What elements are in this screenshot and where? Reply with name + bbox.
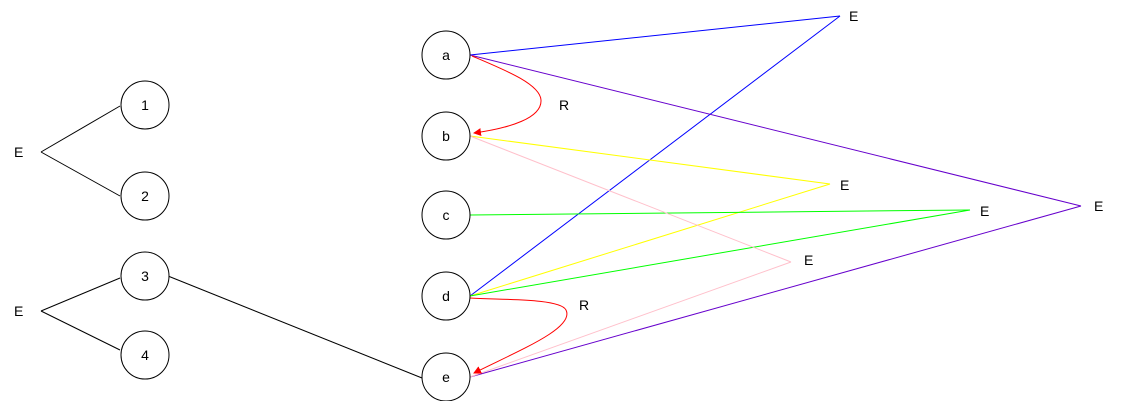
- node-1-label: 1: [141, 97, 149, 113]
- node-d-label: d: [442, 288, 450, 304]
- label-right-e-pink: E: [804, 252, 813, 268]
- label-right-e-green: E: [980, 203, 989, 219]
- edge-a-blue[interactable]: [469, 15, 841, 56]
- node-d[interactable]: d: [421, 271, 471, 321]
- label-left-e-top: E: [14, 144, 23, 160]
- node-c[interactable]: c: [421, 190, 471, 240]
- edge-3-e[interactable]: [167, 275, 423, 379]
- edge-e-purple[interactable]: [469, 205, 1082, 378]
- label-right-e-top: E: [849, 8, 858, 24]
- edge-e-3[interactable]: [40, 277, 121, 312]
- node-e[interactable]: e: [421, 352, 471, 401]
- edge-d-blue[interactable]: [469, 15, 841, 297]
- label-left-e-bottom: E: [14, 303, 23, 319]
- node-3-label: 3: [141, 268, 149, 284]
- label-r-de: R: [579, 297, 589, 313]
- edge-e-1[interactable]: [40, 105, 121, 153]
- node-2[interactable]: 2: [120, 171, 170, 221]
- node-b-label: b: [442, 128, 450, 144]
- label-right-e-yellow: E: [840, 177, 849, 193]
- node-c-label: c: [443, 207, 450, 223]
- node-a-label: a: [442, 47, 450, 63]
- node-b[interactable]: b: [421, 111, 471, 161]
- edge-r-d-e[interactable]: [469, 297, 568, 374]
- node-a[interactable]: a: [421, 30, 471, 80]
- node-2-label: 2: [141, 188, 149, 204]
- edge-c-green[interactable]: [469, 209, 971, 216]
- node-e-label: e: [442, 369, 450, 385]
- node-4[interactable]: 4: [120, 330, 170, 380]
- edge-e-pink[interactable]: [469, 261, 792, 378]
- edge-e-2[interactable]: [40, 151, 121, 197]
- node-3[interactable]: 3: [120, 251, 170, 301]
- label-right-e-purple: E: [1094, 198, 1103, 214]
- edge-b-pink[interactable]: [469, 135, 792, 263]
- edge-d-green[interactable]: [469, 209, 971, 297]
- edge-a-purple[interactable]: [469, 54, 1082, 207]
- node-4-label: 4: [141, 347, 149, 363]
- edge-d-yellow[interactable]: [469, 183, 831, 297]
- node-1[interactable]: 1: [120, 80, 170, 130]
- edge-e-4[interactable]: [40, 310, 121, 351]
- edge-r-a-b[interactable]: [471, 55, 542, 136]
- label-r-ab: R: [559, 97, 569, 113]
- edge-b-yellow[interactable]: [469, 135, 831, 185]
